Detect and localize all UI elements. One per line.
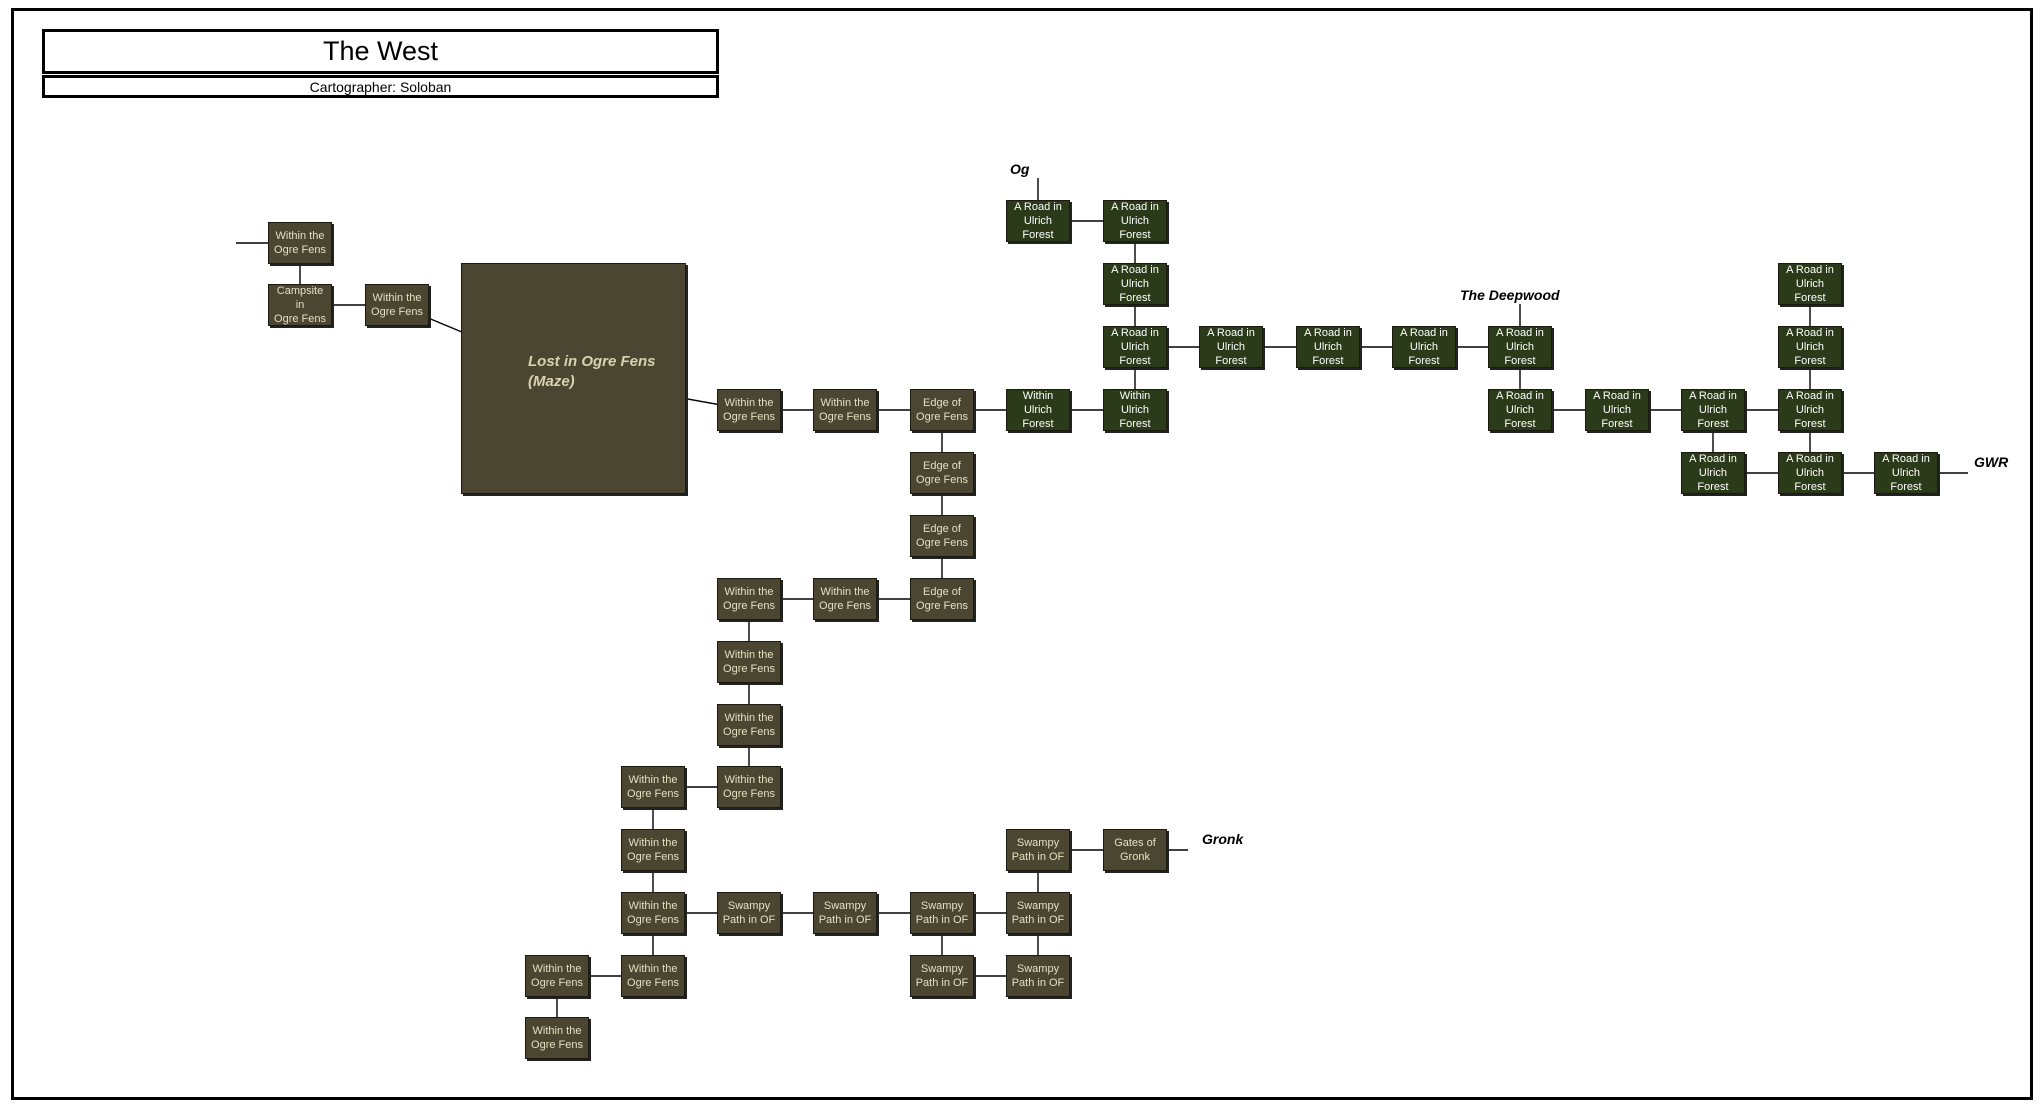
room-within-ogre-fens[interactable]: Within the Ogre Fens	[621, 955, 685, 997]
room-edge-of-ogre-fens[interactable]: Edge of Ogre Fens	[910, 515, 974, 557]
room-edge-of-ogre-fens[interactable]: Edge of Ogre Fens	[910, 389, 974, 431]
room-road-ulrich-forest[interactable]: A Road in Ulrich Forest	[1681, 452, 1745, 494]
exit-label-og: Og	[1010, 161, 1030, 177]
room-gates-of-gronk[interactable]: Gates of Gronk	[1103, 829, 1167, 871]
room-road-ulrich-forest[interactable]: A Road in Ulrich Forest	[1778, 263, 1842, 305]
room-within-ogre-fens[interactable]: Within the Ogre Fens	[717, 641, 781, 683]
exit-label-deepwood: The Deepwood	[1460, 287, 1560, 303]
room-within-ogre-fens[interactable]: Within the Ogre Fens	[621, 766, 685, 808]
page-title: The West	[42, 29, 719, 74]
room-road-ulrich-forest[interactable]: A Road in Ulrich Forest	[1874, 452, 1938, 494]
exit-label-gwr: GWR	[1974, 454, 2009, 470]
room-within-ogre-fens[interactable]: Within the Ogre Fens	[717, 704, 781, 746]
room-road-ulrich-forest[interactable]: A Road in Ulrich Forest	[1199, 326, 1263, 368]
room-road-ulrich-forest[interactable]: A Road in Ulrich Forest	[1392, 326, 1456, 368]
room-road-ulrich-forest[interactable]: A Road in Ulrich Forest	[1103, 326, 1167, 368]
room-within-ulrich-forest[interactable]: Within Ulrich Forest	[1103, 389, 1167, 431]
room-swampy-path[interactable]: Swampy Path in OF	[1006, 955, 1070, 997]
room-edge-of-ogre-fens[interactable]: Edge of Ogre Fens	[910, 578, 974, 620]
room-road-ulrich-forest[interactable]: A Road in Ulrich Forest	[1103, 263, 1167, 305]
room-within-ogre-fens[interactable]: Within the Ogre Fens	[717, 578, 781, 620]
room-within-ogre-fens[interactable]: Within the Ogre Fens	[365, 284, 429, 326]
room-road-ulrich-forest[interactable]: A Road in Ulrich Forest	[1006, 200, 1070, 242]
room-within-ogre-fens[interactable]: Within the Ogre Fens	[268, 222, 332, 264]
room-edge-of-ogre-fens[interactable]: Edge of Ogre Fens	[910, 452, 974, 494]
room-swampy-path[interactable]: Swampy Path in OF	[813, 892, 877, 934]
exit-label-gronk: Gronk	[1202, 831, 1244, 847]
room-swampy-path[interactable]: Swampy Path in OF	[1006, 892, 1070, 934]
room-road-ulrich-forest[interactable]: A Road in Ulrich Forest	[1488, 326, 1552, 368]
room-within-ogre-fens[interactable]: Within the Ogre Fens	[813, 389, 877, 431]
cartographer-credit: Cartographer: Soloban	[42, 75, 719, 98]
room-road-ulrich-forest[interactable]: A Road in Ulrich Forest	[1103, 200, 1167, 242]
room-swampy-path[interactable]: Swampy Path in OF	[717, 892, 781, 934]
room-road-ulrich-forest[interactable]: A Road in Ulrich Forest	[1778, 452, 1842, 494]
room-lost-in-ogre-fens-maze[interactable]: Lost in Ogre Fens (Maze)	[461, 263, 686, 494]
room-road-ulrich-forest[interactable]: A Road in Ulrich Forest	[1296, 326, 1360, 368]
room-swampy-path[interactable]: Swampy Path in OF	[910, 955, 974, 997]
room-within-ogre-fens[interactable]: Within the Ogre Fens	[525, 955, 589, 997]
room-within-ogre-fens[interactable]: Within the Ogre Fens	[525, 1017, 589, 1059]
room-road-ulrich-forest[interactable]: A Road in Ulrich Forest	[1488, 389, 1552, 431]
room-within-ogre-fens[interactable]: Within the Ogre Fens	[621, 829, 685, 871]
room-campsite-ogre-fens[interactable]: Campsite in Ogre Fens	[268, 284, 332, 326]
room-within-ogre-fens[interactable]: Within the Ogre Fens	[813, 578, 877, 620]
room-swampy-path[interactable]: Swampy Path in OF	[910, 892, 974, 934]
room-within-ogre-fens[interactable]: Within the Ogre Fens	[717, 766, 781, 808]
room-swampy-path[interactable]: Swampy Path in OF	[1006, 829, 1070, 871]
room-road-ulrich-forest[interactable]: A Road in Ulrich Forest	[1778, 389, 1842, 431]
room-road-ulrich-forest[interactable]: A Road in Ulrich Forest	[1585, 389, 1649, 431]
room-within-ogre-fens[interactable]: Within the Ogre Fens	[717, 389, 781, 431]
room-road-ulrich-forest[interactable]: A Road in Ulrich Forest	[1778, 326, 1842, 368]
room-road-ulrich-forest[interactable]: A Road in Ulrich Forest	[1681, 389, 1745, 431]
room-within-ulrich-forest[interactable]: Within Ulrich Forest	[1006, 389, 1070, 431]
room-within-ogre-fens[interactable]: Within the Ogre Fens	[621, 892, 685, 934]
